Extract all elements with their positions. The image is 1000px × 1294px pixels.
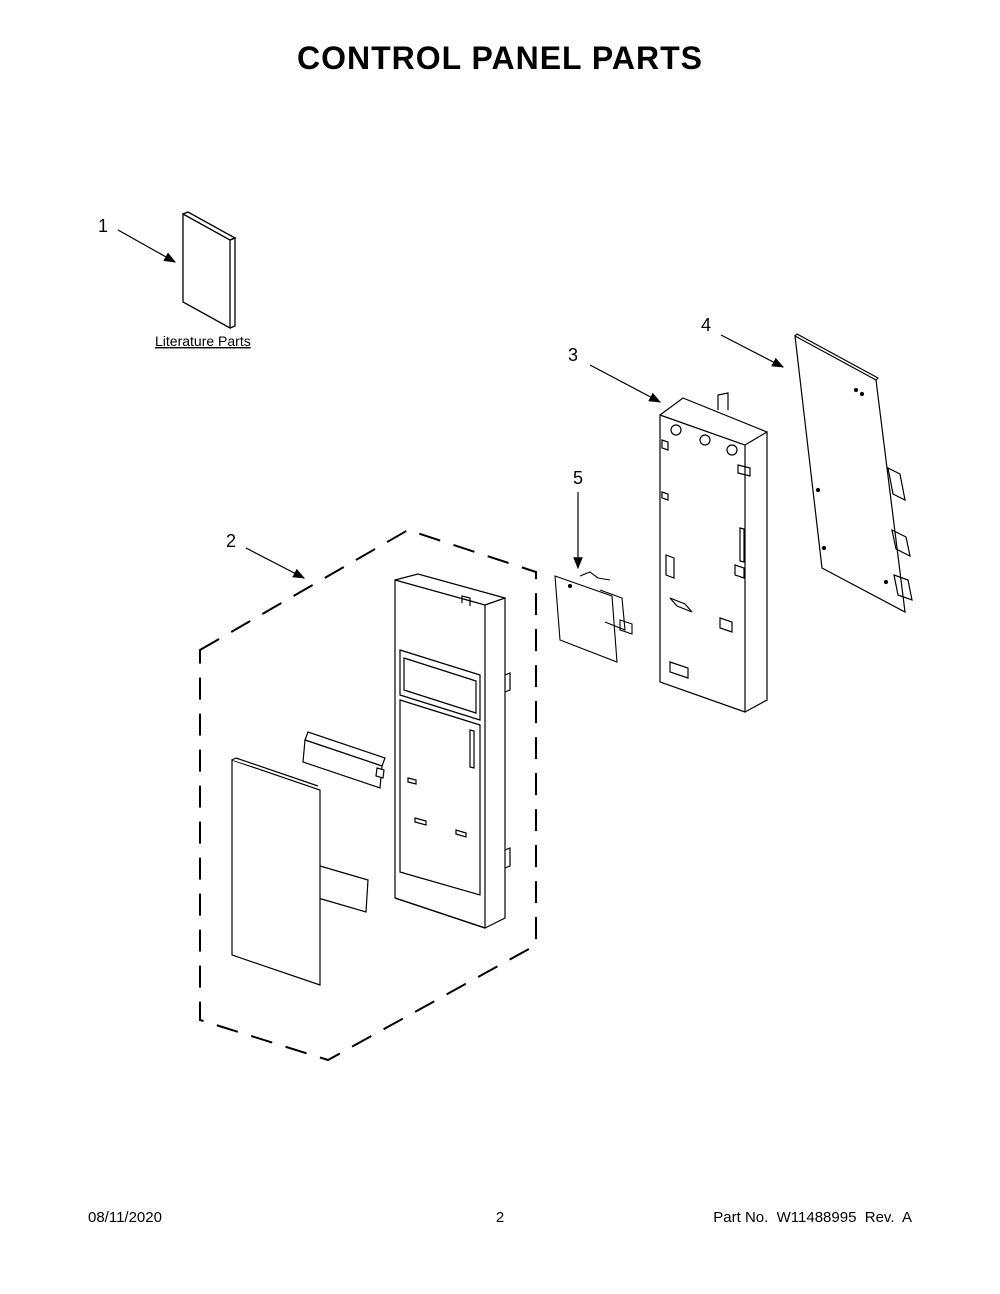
mounting-bracket[interactable] [659,392,768,713]
footer-date: 08/11/2020 [88,1209,162,1226]
callout-4[interactable]: 4 [701,315,785,368]
callout-4-leader [720,334,785,368]
callout-2[interactable]: 2 [226,531,306,579]
callout-1[interactable]: 1 [98,216,177,263]
callout-3-label: 3 [568,345,578,365]
literature-parts-link[interactable]: Literature Parts [155,333,251,349]
callout-1-leader [117,229,177,263]
callout-3-leader [589,364,662,403]
control-panel-frame[interactable] [394,573,511,929]
trim-strip[interactable] [302,731,386,789]
callout-3[interactable]: 3 [568,345,662,403]
callout-5-label: 5 [573,468,583,488]
assembly-dashed-boundary [199,528,537,1062]
callout-5[interactable]: 5 [573,468,583,570]
footer-page-number: 2 [495,1209,505,1226]
switch-board[interactable] [554,571,633,663]
callout-1-label: 1 [98,216,108,236]
callout-2-leader [245,547,306,579]
callout-2-label: 2 [226,531,236,551]
electronic-control-board[interactable] [794,333,913,614]
control-panel-overlay[interactable] [231,757,369,986]
callout-4-label: 4 [701,315,711,335]
literature-booklet[interactable] [182,211,237,330]
footer-part-number: Part No. W11488995 Rev. A [713,1209,912,1226]
page-title: CONTROL PANEL PARTS [297,40,703,76]
